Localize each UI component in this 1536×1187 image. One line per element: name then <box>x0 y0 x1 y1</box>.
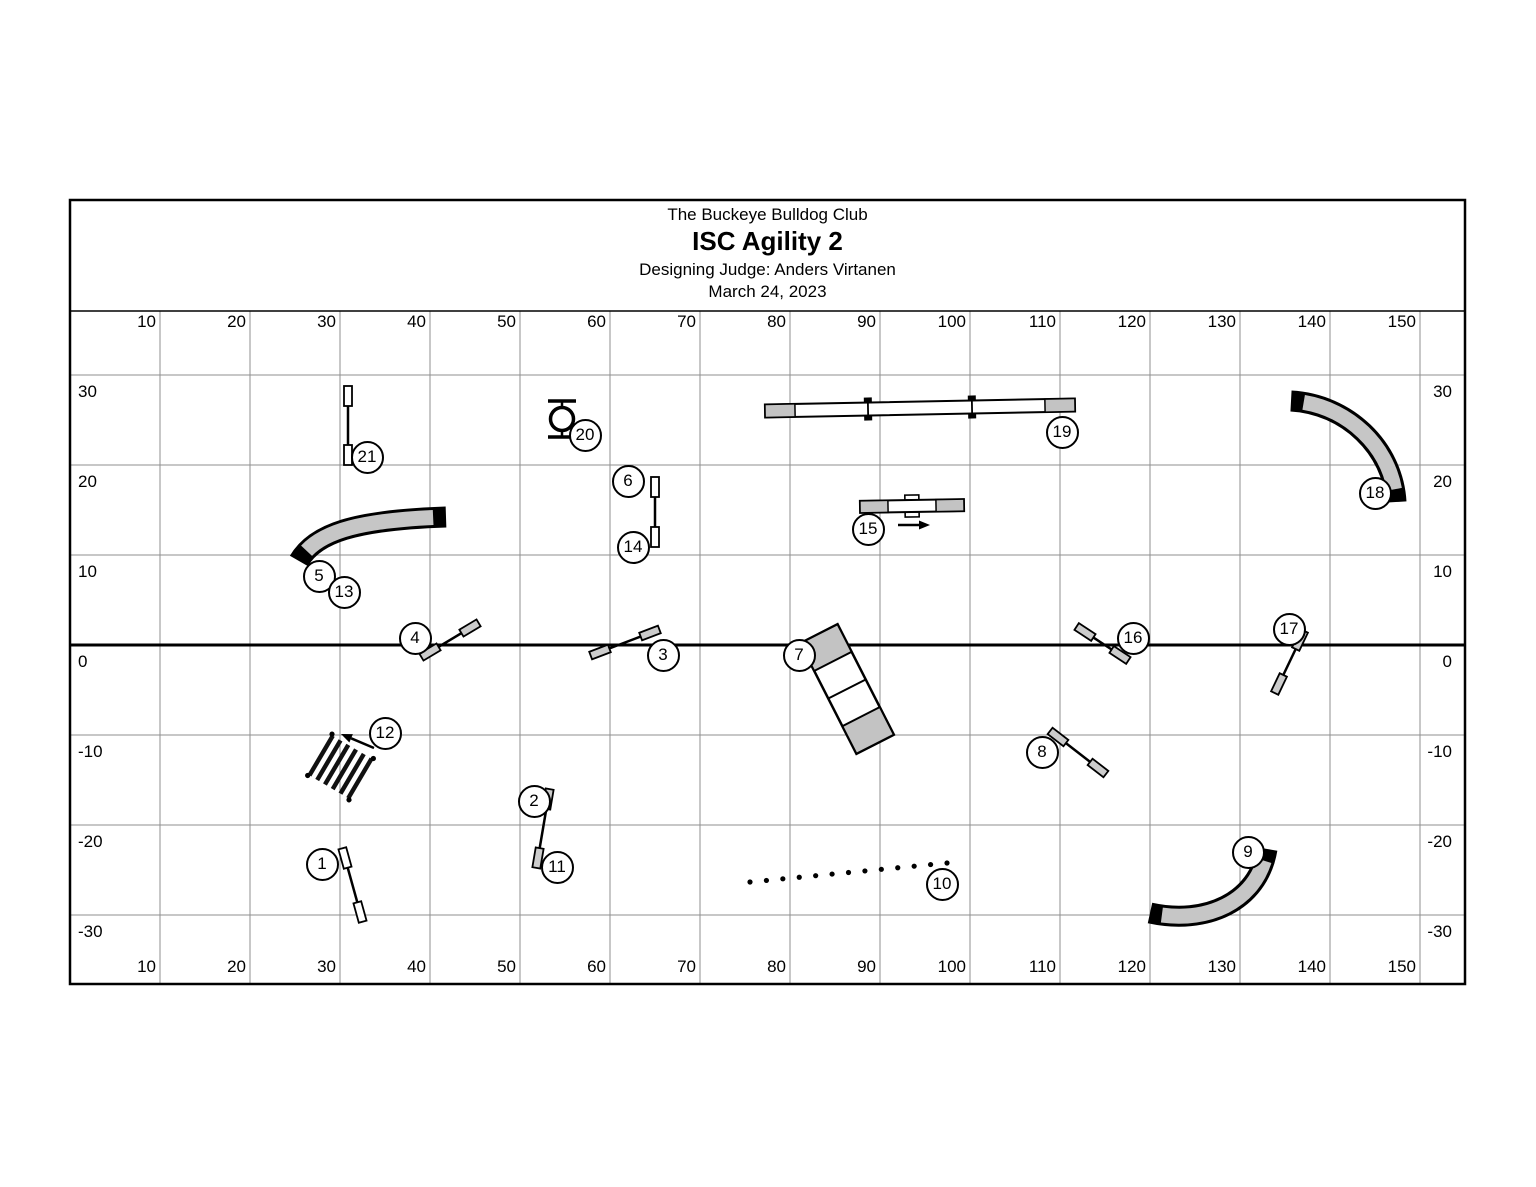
x-label-bottom-130: 130 <box>1207 957 1236 976</box>
x-label-bottom-40: 40 <box>407 957 426 976</box>
x-label-top-60: 60 <box>587 312 606 331</box>
obstacle-number-20: 20 <box>568 418 602 452</box>
y-label-right-10: 10 <box>1433 562 1452 581</box>
x-label-top-120: 120 <box>1117 312 1146 331</box>
x-label-bottom-90: 90 <box>857 957 876 976</box>
x-label-top-130: 130 <box>1207 312 1236 331</box>
y-label-left--20: -20 <box>78 832 103 851</box>
obstacle-number-12: 12 <box>368 716 402 750</box>
club-name: The Buckeye Bulldog Club <box>667 205 868 224</box>
x-label-top-30: 30 <box>317 312 336 331</box>
obstacle-number-13: 13 <box>327 575 361 609</box>
judge-line: Designing Judge: Anders Virtanen <box>639 260 896 279</box>
jump-1 <box>337 846 368 924</box>
y-label-right--10: -10 <box>1427 742 1452 761</box>
x-label-bottom-120: 120 <box>1117 957 1146 976</box>
y-label-right-20: 20 <box>1433 472 1452 491</box>
obstacle-number-19: 19 <box>1045 415 1079 449</box>
jump-3 <box>588 624 662 661</box>
x-label-top-10: 10 <box>137 312 156 331</box>
x-label-top-90: 90 <box>857 312 876 331</box>
obstacle-number-16: 16 <box>1116 621 1150 655</box>
x-label-bottom-80: 80 <box>767 957 786 976</box>
obstacle-number-7: 7 <box>782 638 816 672</box>
date-line: March 24, 2023 <box>708 282 827 301</box>
obstacle-number-14: 14 <box>616 530 650 564</box>
jump-6-14 <box>650 476 660 548</box>
obstacle-number-9: 9 <box>1231 835 1265 869</box>
y-label-left--10: -10 <box>78 742 103 761</box>
x-label-bottom-70: 70 <box>677 957 696 976</box>
obstacle-number-8: 8 <box>1025 735 1059 769</box>
obstacle-number-10: 10 <box>925 867 959 901</box>
x-label-bottom-140: 140 <box>1297 957 1326 976</box>
obstacle-number-3: 3 <box>646 638 680 672</box>
x-label-bottom-50: 50 <box>497 957 516 976</box>
obstacle-number-11: 11 <box>540 850 574 884</box>
a-frame-7 <box>798 622 896 756</box>
jump-8 <box>1046 726 1110 779</box>
curved-tunnel-18 <box>1290 390 1407 504</box>
x-label-bottom-60: 60 <box>587 957 606 976</box>
y-label-right-30: 30 <box>1433 382 1452 401</box>
broad-jump-dots-10 <box>747 860 950 885</box>
curved-tunnel-9 <box>1147 846 1278 927</box>
obstacle-number-15: 15 <box>851 512 885 546</box>
dog-walk-19 <box>763 395 1077 421</box>
jump-16 <box>1073 621 1132 666</box>
obstacle-number-2: 2 <box>517 784 551 818</box>
x-label-top-140: 140 <box>1297 312 1326 331</box>
obstacle-number-17: 17 <box>1272 612 1306 646</box>
teeter-direction-arrow <box>898 520 930 530</box>
y-label-left--30: -30 <box>78 922 103 941</box>
x-label-top-80: 80 <box>767 312 786 331</box>
x-label-bottom-110: 110 <box>1028 957 1056 976</box>
course-title: ISC Agility 2 <box>692 226 843 256</box>
obstacle-number-18: 18 <box>1358 476 1392 510</box>
x-label-bottom-10: 10 <box>137 957 156 976</box>
x-label-top-150: 150 <box>1387 312 1416 331</box>
y-label-left-10: 10 <box>78 562 97 581</box>
y-label-right-0: 0 <box>1442 652 1452 671</box>
x-label-bottom-150: 150 <box>1387 957 1416 976</box>
x-label-top-40: 40 <box>407 312 426 331</box>
x-label-bottom-20: 20 <box>227 957 246 976</box>
obstacle-number-6: 6 <box>611 464 645 498</box>
y-label-left-20: 20 <box>78 472 97 491</box>
y-label-right--30: -30 <box>1427 922 1452 941</box>
x-label-top-100: 100 <box>937 312 966 331</box>
y-label-left-30: 30 <box>78 382 97 401</box>
weave-poles-12 <box>305 731 376 803</box>
jump-21 <box>343 385 353 466</box>
teeter-15 <box>858 494 966 518</box>
x-label-top-110: 110 <box>1028 312 1056 331</box>
obstacle-number-1: 1 <box>305 847 339 881</box>
y-label-left-0: 0 <box>78 652 88 671</box>
y-label-right--20: -20 <box>1427 832 1452 851</box>
obstacle-number-21: 21 <box>350 440 384 474</box>
x-label-top-50: 50 <box>497 312 516 331</box>
obstacle-number-4: 4 <box>398 621 432 655</box>
outer-frame <box>68 198 1467 986</box>
x-label-bottom-30: 30 <box>317 957 336 976</box>
x-label-bottom-100: 100 <box>937 957 966 976</box>
x-label-top-70: 70 <box>677 312 696 331</box>
weave-entry-arrow <box>341 734 375 750</box>
tire-jump-20 <box>548 399 576 439</box>
x-label-top-20: 20 <box>227 312 246 331</box>
curved-tunnel-5-13 <box>289 506 447 567</box>
